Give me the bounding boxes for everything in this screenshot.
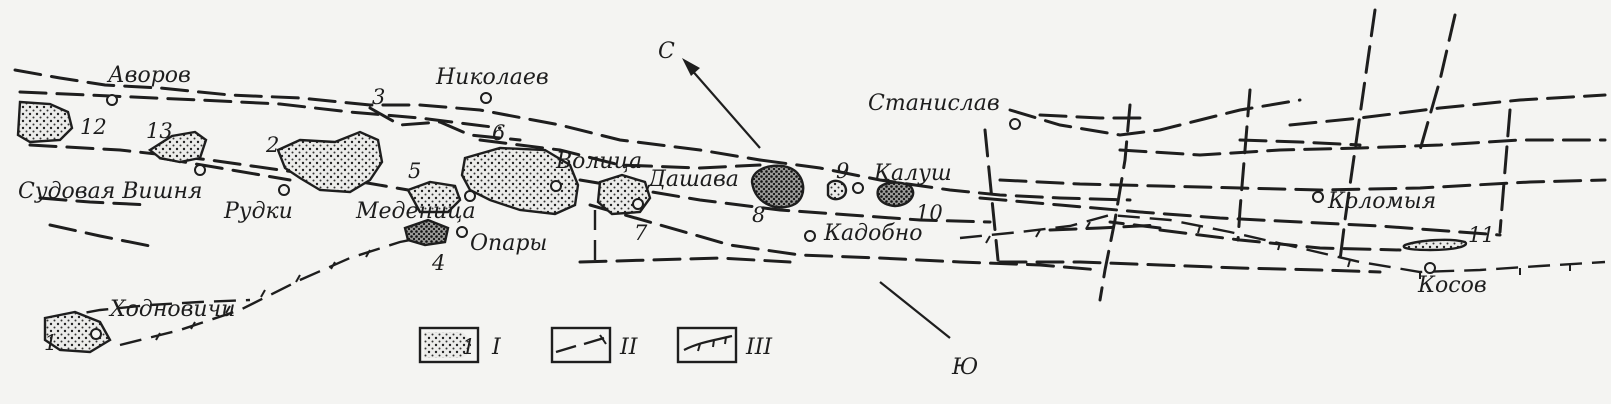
thrust-lines <box>54 213 1606 347</box>
legend: 1 I II III <box>418 326 773 364</box>
town-label-volitsa: Волица <box>555 149 642 174</box>
town-label-kadobno: Кадобно <box>823 221 923 246</box>
field-number-10: 10 <box>916 201 943 225</box>
south-label: Ю <box>951 355 978 380</box>
town-label-sudovaya: Судовая Вишня <box>18 179 203 204</box>
deposit-2 <box>276 130 384 194</box>
town-marker-medenitsa <box>464 190 476 202</box>
town-label-rudki: Рудки <box>223 199 293 224</box>
fault-lines <box>13 8 1607 302</box>
town-marker-kalush <box>852 182 864 194</box>
field-number-9: 9 <box>836 159 849 183</box>
town-label-dashava: Дашава <box>647 167 739 192</box>
town-label-kosov: Косов <box>1417 273 1487 298</box>
town-marker-kadobno <box>804 230 816 242</box>
town-marker-kolomyya <box>1312 191 1324 203</box>
town-marker-avorov <box>106 94 118 106</box>
town-label-avorov: Аворов <box>106 63 191 88</box>
field-number-6: 6 <box>492 121 505 145</box>
deposits <box>16 100 1468 354</box>
legend-label-ii: II <box>619 335 639 360</box>
deposit-13 <box>147 130 208 164</box>
field-number-1: 1 <box>44 331 57 355</box>
field-number-2: 2 <box>265 133 279 157</box>
town-label-stanislav: Станислав <box>868 91 1000 116</box>
deposit-1 <box>43 310 112 354</box>
field-number-12: 12 <box>80 115 107 139</box>
town-marker-khodnovichi <box>90 328 102 340</box>
deposit-4 <box>403 218 450 247</box>
town-marker-dashava <box>632 198 644 210</box>
north-label: С <box>658 39 675 64</box>
deposit-8 <box>750 164 805 209</box>
legend-label-iii: III <box>745 335 773 360</box>
town-marker-nikolaev <box>480 92 492 104</box>
field-number-5: 5 <box>408 159 421 183</box>
deposit-6 <box>460 146 580 216</box>
legend-swatch-number: 1 <box>462 335 475 359</box>
field-numbers: 1 2 3 4 5 6 7 8 9 10 11 12 13 <box>44 85 1495 355</box>
deposit-5 <box>406 180 462 214</box>
legend-label-i: I <box>491 335 502 360</box>
town-marker-stanislav <box>1009 118 1021 130</box>
town-label-medenitsa: Меденица <box>355 199 476 224</box>
town-marker-volitsa <box>550 180 562 192</box>
town-marker-sudovaya <box>194 164 206 176</box>
field-number-13: 13 <box>146 119 173 143</box>
town-marker-opary <box>456 226 468 238</box>
town-label-nikolaev: Николаев <box>435 65 549 90</box>
deposit-9 <box>826 179 848 201</box>
towns: Аворов Николаев Станислав Судовая Вишня … <box>18 63 1487 340</box>
section-line: С Ю <box>658 39 978 380</box>
town-label-kolomyya: Коломыя <box>1327 189 1436 214</box>
town-marker-rudki <box>278 184 290 196</box>
field-number-8: 8 <box>752 203 765 227</box>
deposit-12 <box>16 100 74 144</box>
town-label-opary: Опары <box>470 231 547 256</box>
town-label-khodnovichi: Ходновичи <box>108 297 235 322</box>
deposit-11 <box>1402 238 1468 252</box>
field-number-3: 3 <box>372 85 385 109</box>
deposit-10 <box>876 181 915 208</box>
town-label-kalush: Калуш <box>873 161 952 186</box>
field-number-7: 7 <box>634 221 648 245</box>
town-marker-kosov <box>1424 262 1436 274</box>
field-number-11: 11 <box>1468 223 1495 247</box>
field-number-4: 4 <box>431 251 445 275</box>
